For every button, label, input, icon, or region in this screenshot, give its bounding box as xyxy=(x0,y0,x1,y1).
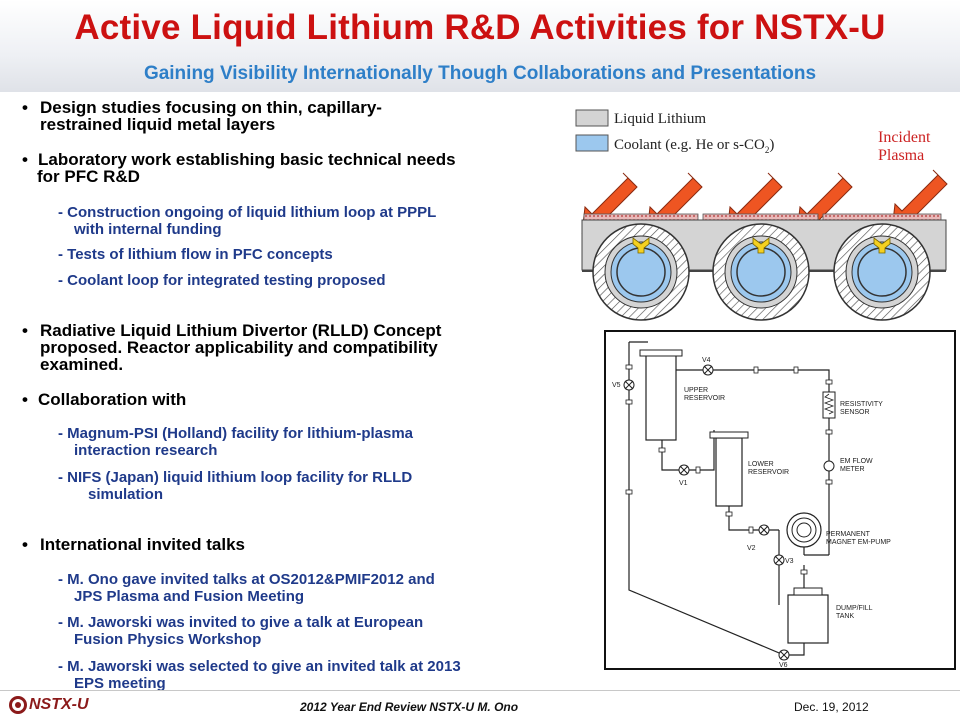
pipe-fittings xyxy=(625,364,833,575)
slide-subtitle: Gaining Visibility Internationally Thoug… xyxy=(143,63,817,84)
sub-bullet-magnum-psi: - Magnum-PSI (Holland) facility for lith… xyxy=(58,425,413,459)
sub-bullet-text: simulation xyxy=(88,486,164,503)
liquid-lithium-pfc-figure: Liquid Lithium Coolant (e.g. He or s-CO2… xyxy=(575,109,948,321)
sub-bullet-text: JPS Plasma and Fusion Meeting xyxy=(74,588,305,605)
bullet-text: Laboratory work establishing basic techn… xyxy=(38,150,456,169)
lithium-layer xyxy=(822,213,942,221)
sub-bullet-lithium-flow-tests: - Tests of lithium flow in PFC concepts xyxy=(58,246,333,263)
sub-bullet-text: interaction research xyxy=(74,442,218,459)
slide-header xyxy=(0,0,960,92)
bullet-text: International invited talks xyxy=(40,535,245,554)
sub-bullet-ono-talks: - M. Ono gave invited talks at OS2012&PM… xyxy=(58,571,435,605)
label-v3: V3 xyxy=(785,558,794,565)
bullet-text: proposed. Reactor applicability and comp… xyxy=(40,338,438,357)
label-v6: V6 xyxy=(779,662,788,669)
legend-lithium-label: Liquid Lithium xyxy=(614,111,706,127)
bullet-text: Radiative Liquid Lithium Divertor (RLLD)… xyxy=(40,321,442,340)
footer-divider xyxy=(0,690,960,691)
incident-label-line1: Incident xyxy=(878,129,931,146)
valves xyxy=(623,364,790,661)
sub-bullet-text: - M. Jaworski was invited to give a talk… xyxy=(58,614,424,631)
label-v1: V1 xyxy=(679,480,688,487)
lower-reservoir xyxy=(715,437,743,507)
nstx-logo-icon xyxy=(9,696,27,714)
sub-bullet-text: - NIFS (Japan) liquid lithium loop facil… xyxy=(58,469,413,486)
bullet-laboratory-work: •Laboratory work establishing basic tech… xyxy=(22,151,562,185)
bullet-rlld-concept: •Radiative Liquid Lithium Divertor (RLLD… xyxy=(22,322,562,373)
sub-bullet-liquid-lithium-loop: - Construction ongoing of liquid lithium… xyxy=(58,204,436,238)
valve-v6-icon xyxy=(778,649,790,661)
footer-date: Dec. 19, 2012 xyxy=(794,700,869,714)
footer-center-text: 2012 Year End Review NSTX-U M. Ono xyxy=(300,700,519,714)
upper-reservoir xyxy=(645,354,677,441)
sub-bullet-text: - Construction ongoing of liquid lithium… xyxy=(58,204,437,221)
valve-v4-icon xyxy=(702,364,714,376)
valve-v5-icon xyxy=(623,379,635,391)
resistor-icon xyxy=(823,393,835,415)
bullet-text: examined. xyxy=(40,355,124,374)
label-v5: V5 xyxy=(612,382,621,389)
label-v4: V4 xyxy=(702,357,711,364)
sub-bullet-text: - M. Jaworski was selected to give an in… xyxy=(58,658,461,675)
sub-bullet-text: with internal funding xyxy=(74,221,222,238)
bullet-invited-talks: •International invited talks xyxy=(22,535,245,554)
incident-label-line2: Plasma xyxy=(878,147,924,164)
legend-coolant-label: Coolant (e.g. He or s-CO2) xyxy=(614,137,774,155)
lithium-layer xyxy=(702,213,819,221)
coolant-tube xyxy=(833,223,931,321)
bullet-text: Design studies focusing on thin, capilla… xyxy=(40,98,382,117)
bullet-text: for PFC R&D xyxy=(37,167,140,186)
sub-bullet-nifs: - NIFS (Japan) liquid lithium loop facil… xyxy=(58,469,412,503)
sub-bullet-jaworski-eps: - M. Jaworski was selected to give an in… xyxy=(58,658,461,692)
resistivity-sensor xyxy=(822,391,836,419)
valve-v3-icon xyxy=(773,554,785,566)
label-v2: V2 xyxy=(747,545,756,552)
sub-bullet-text: Fusion Physics Workshop xyxy=(74,631,262,648)
sub-bullet-coolant-loop: - Coolant loop for integrated testing pr… xyxy=(58,272,386,289)
valve-v1-icon xyxy=(678,464,690,476)
footer-logo-text: NSTX-U xyxy=(29,696,89,713)
em-pump-icon xyxy=(786,512,822,548)
valve-v2-icon xyxy=(758,524,770,536)
slide-title: Active Liquid Lithium R&D Activities for… xyxy=(74,8,886,47)
sub-bullet-text: - Magnum-PSI (Holland) facility for lith… xyxy=(58,425,414,442)
sub-bullet-jaworski-eu: - M. Jaworski was invited to give a talk… xyxy=(58,614,423,648)
em-flow-meter-icon xyxy=(823,460,835,472)
legend-lithium-swatch xyxy=(575,109,609,127)
coolant-tube xyxy=(592,223,690,321)
sub-bullet-text: EPS meeting xyxy=(74,675,166,692)
legend-coolant-swatch xyxy=(575,134,609,152)
bullet-design-studies: •Design studies focusing on thin, capill… xyxy=(22,99,562,133)
sub-bullet-text: - M. Ono gave invited talks at OS2012&PM… xyxy=(58,571,435,588)
bullet-text: restrained liquid metal layers xyxy=(40,115,276,134)
bullet-text: Collaboration with xyxy=(38,390,187,409)
coolant-tube xyxy=(712,223,810,321)
dump-fill-tank xyxy=(787,594,829,644)
lithium-layer xyxy=(583,213,699,221)
bullet-collaboration: •Collaboration with xyxy=(22,390,187,409)
